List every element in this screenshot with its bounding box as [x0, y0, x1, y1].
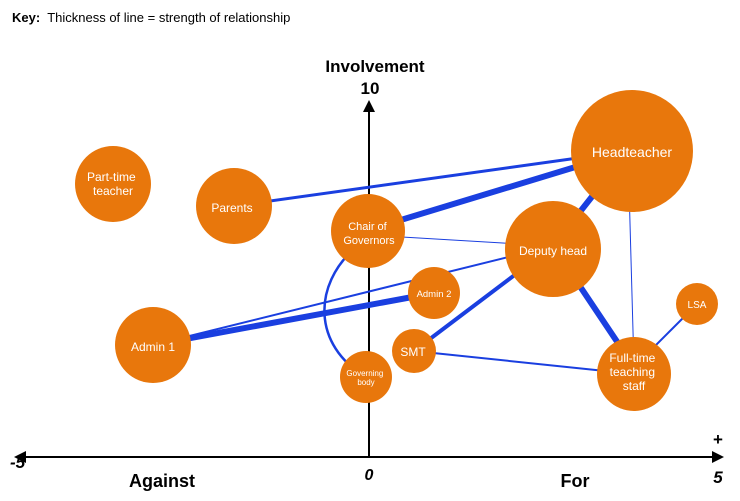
label-governing-body: Governing body [346, 369, 385, 387]
label-part-time-teacher: Part-time teacher [87, 170, 139, 198]
key-text: Thickness of line = strength of relation… [47, 10, 291, 25]
link-parents-headteacher [232, 149, 630, 208]
link-admin1-deputy [152, 245, 554, 346]
x-axis-plus-label: + [713, 430, 723, 449]
label-headteacher: Headteacher [592, 144, 673, 160]
node-deputy-head [505, 201, 601, 297]
node-parents [196, 168, 272, 244]
y-axis-top-label: 10 [361, 79, 380, 98]
node-governing-body [340, 351, 392, 403]
label-parents: Parents [211, 201, 252, 215]
against-label: Against [129, 471, 195, 491]
node-admin-2 [408, 267, 460, 319]
node-chair-of-governors [331, 194, 405, 268]
y-axis-arrow [363, 100, 375, 112]
key-label: Key: [12, 10, 41, 25]
x-axis-right-label: 5 [713, 468, 723, 487]
node-labels: Headteacher Part-time teacher Parents Ch… [87, 144, 707, 393]
node-full-time-teaching-staff [597, 337, 671, 411]
label-deputy-head: Deputy head [519, 244, 587, 258]
label-admin-1: Admin 1 [131, 340, 175, 354]
nodes [75, 90, 718, 411]
node-headteacher [571, 90, 693, 212]
link-admin1-admin2 [150, 290, 437, 348]
x-axis-origin-label: 0 [365, 467, 374, 484]
label-full-time-teaching-staff: Full-time teaching staff [609, 351, 658, 393]
label-smt: SMT [400, 345, 426, 359]
x-axis-right-arrow [712, 451, 724, 463]
node-part-time-teacher [75, 146, 151, 222]
for-label: For [561, 471, 590, 491]
x-axis-left-label: -5 [10, 453, 26, 472]
key-legend: Key: Thickness of line = strength of rel… [12, 10, 290, 25]
node-admin-1 [115, 307, 191, 383]
node-smt [392, 329, 436, 373]
label-admin-2: Admin 2 [417, 289, 452, 300]
node-lsa [676, 283, 718, 325]
y-axis-title: Involvement [325, 57, 425, 76]
label-chair-of-governors: Chair of Governors [343, 221, 395, 247]
label-lsa: LSA [688, 300, 707, 311]
x-axis-left-arrow [14, 451, 26, 463]
